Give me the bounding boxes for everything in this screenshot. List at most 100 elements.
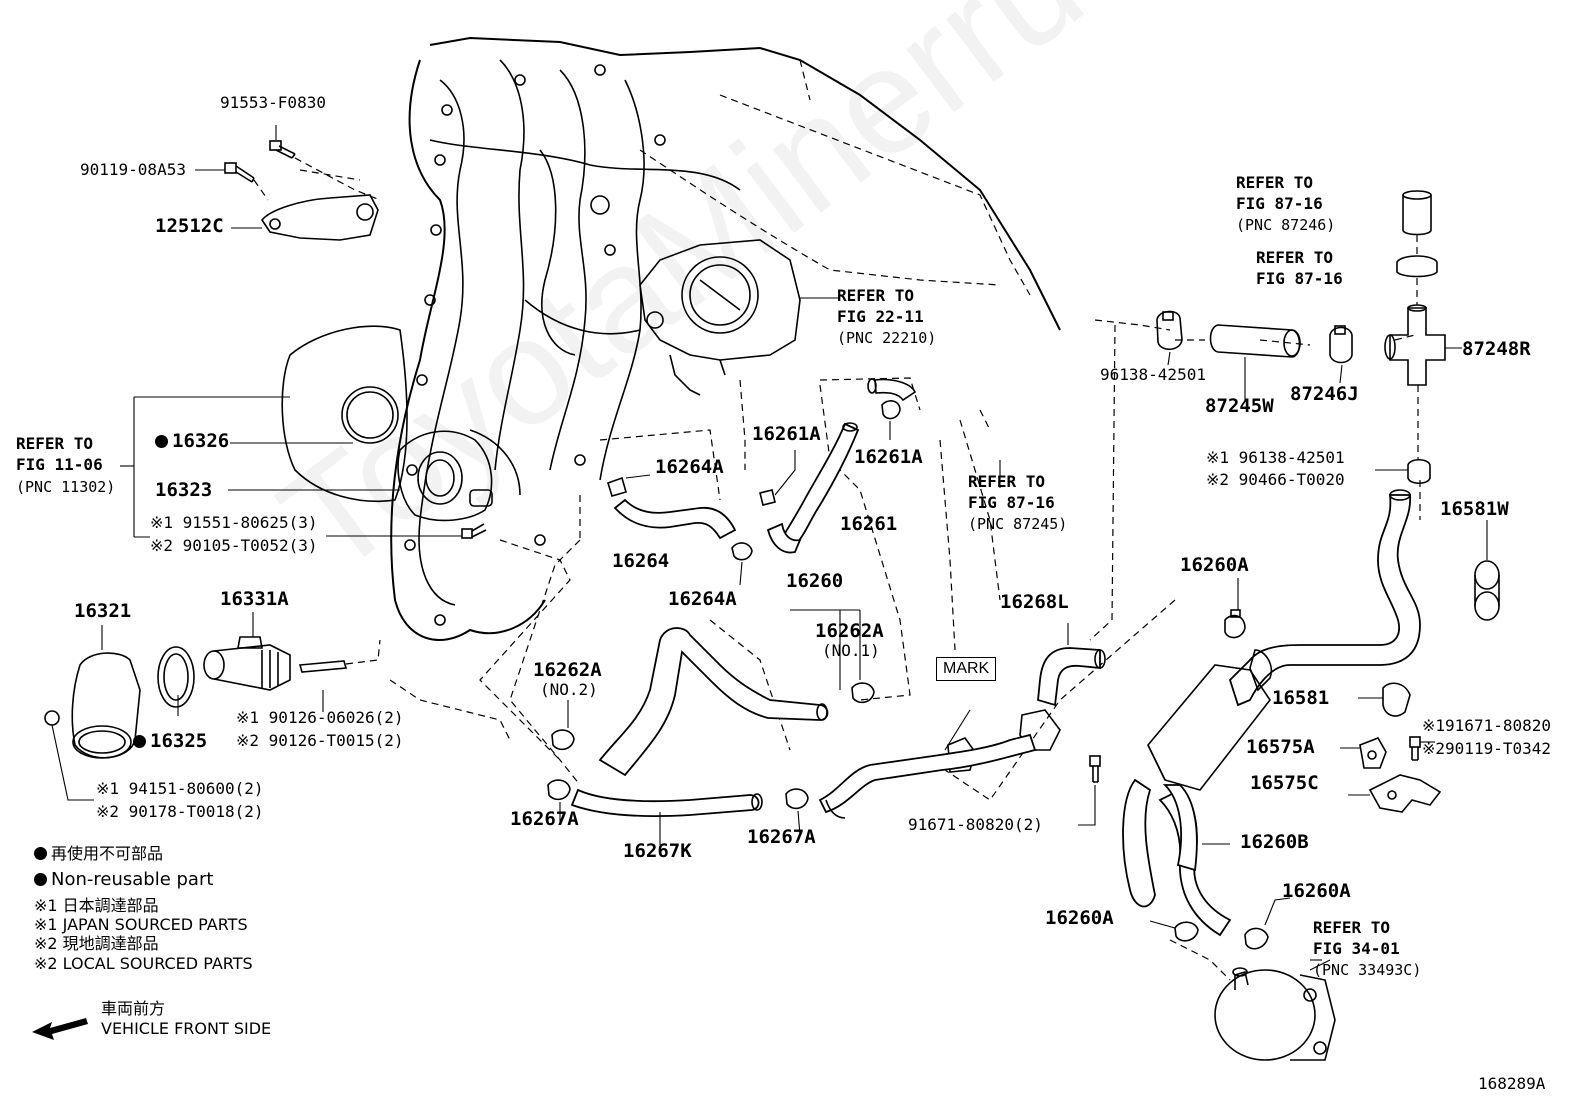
clamp-16267a-1 [547, 779, 571, 801]
clamp-16262a-2 [551, 729, 575, 751]
part-90178-t0018: ※2 90178-T0018(2) [96, 802, 264, 821]
part-16264a-upper: 16264A [655, 456, 724, 478]
part-91551-80625: ※1 91551-80625(3) [150, 513, 318, 532]
hose-16260 [598, 627, 829, 777]
clamp-16581w [1474, 520, 1500, 621]
ref-fig-87-16-a-l3: (PNC 87246) [1236, 216, 1336, 234]
part-16264: 16264 [612, 550, 670, 572]
ref-fig-87-16-b-l1: REFER TO [1256, 248, 1334, 267]
part-16262a-no2: 16262A [533, 659, 602, 681]
fitting-87248r [1384, 304, 1462, 386]
water-inlet-16321 [44, 652, 141, 759]
hose-16581w [1228, 494, 1421, 707]
part-16262a-no1-sub: (NO.1) [822, 641, 880, 660]
part-16268l: 16268L [1000, 591, 1069, 613]
bracket-16575c [1348, 774, 1442, 813]
part-16325: 16325 [133, 732, 207, 751]
clamp-16262a-1 [851, 682, 875, 704]
hose-16264 [613, 498, 737, 540]
part-16260: 16260 [786, 570, 844, 592]
part-91671-80820-center: 91671-80820(2) [908, 815, 1043, 834]
part-16262a-no1: 16262A [815, 620, 884, 642]
ref-fig-22-11-l3: (PNC 22210) [837, 329, 937, 347]
part-16264a-lower: 16264A [668, 588, 737, 610]
vacuum-pump [1214, 959, 1336, 1061]
part-16267k: 16267K [623, 840, 692, 862]
clamp-96138-lower [1407, 458, 1431, 485]
part-16267a-right: 16267A [747, 826, 816, 848]
part-12512c: 12512C [155, 215, 224, 237]
ref-fig-22-11-l1: REFER TO [837, 286, 915, 305]
part-90126-06026: ※1 90126-06026(2) [236, 708, 404, 727]
front-arrow-icon [32, 1018, 88, 1040]
clamp-16261a-1 [759, 489, 776, 506]
part-94151-80600: ※1 94151-80600(2) [96, 779, 264, 798]
ref-fig-34-01-l1: REFER TO [1313, 918, 1391, 937]
part-16575c: 16575C [1250, 772, 1319, 794]
hose-87246 [1396, 190, 1438, 305]
thermostat-16331a [203, 636, 291, 691]
part-91553-f0830: 91553-F0830 [220, 93, 326, 112]
legend-japan-jp: ※1 日本調達部品 [34, 896, 159, 915]
hose-87245w [1209, 324, 1301, 402]
clamp-16260a-1 [1224, 614, 1246, 639]
ref-fig-87-16-c-l1: REFER TO [968, 472, 1046, 491]
hose-16260b [1122, 778, 1156, 908]
part-16581: 16581 [1272, 687, 1330, 709]
legend-japan-en: ※1 JAPAN SOURCED PARTS [34, 915, 248, 934]
ref-fig-11-06-l2: FIG 11-06 [16, 455, 103, 474]
part-16331a: 16331A [220, 588, 289, 610]
bolt-90119 [224, 162, 255, 183]
part-90119-t0342: ※290119-T0342 [1422, 739, 1551, 758]
ref-fig-87-16-c-l3: (PNC 87245) [968, 515, 1068, 533]
bolt-91671-center [1078, 755, 1101, 826]
legend-nonreuse-jp: 再使用不可部品 [34, 846, 163, 862]
part-16267a-left: 16267A [510, 808, 579, 830]
part-16260b: 16260B [1240, 831, 1309, 853]
clamp-16260a-3 [1244, 927, 1269, 950]
legend-front-en: VEHICLE FRONT SIDE [101, 1019, 272, 1038]
clamp-96138 [1156, 310, 1183, 366]
part-16260a-bottom-left: 16260A [1045, 907, 1114, 929]
hose-16268l [1037, 647, 1101, 707]
part-90119-08a53: 90119-08A53 [80, 160, 186, 179]
ref-fig-22-11-l2: FIG 22-11 [837, 307, 924, 326]
part-16261: 16261 [840, 513, 898, 535]
part-96138-42501-jp: ※1 96138-42501 [1206, 448, 1345, 467]
ref-fig-87-16-c-l2: FIG 87-16 [968, 493, 1055, 512]
part-16262a-no2-sub: (NO.2) [540, 680, 598, 699]
clamp-87246j [1329, 325, 1353, 384]
legend-front-jp: 車両前方 [101, 999, 166, 1018]
throttle-body [639, 239, 801, 396]
ref-fig-11-06-l3: (PNC 11302) [16, 478, 116, 496]
part-16260a-top: 16260A [1180, 554, 1249, 576]
reservoir-16260 [1147, 664, 1271, 791]
stud-90126 [298, 660, 348, 673]
timing-cover [281, 36, 1061, 641]
clamp-16581 [1382, 682, 1411, 717]
part-90105-t0052: ※2 90105-T0052(3) [150, 536, 318, 555]
clamp-16264a-2 [731, 542, 753, 561]
gasket-16325 [157, 646, 195, 708]
bolt-91551 [461, 523, 487, 539]
legend-local-jp: ※2 現地調達部品 [34, 934, 159, 953]
bolt-91671-right [1409, 736, 1435, 761]
clamp-16261a-2 [881, 400, 901, 420]
part-96138-42501: 96138-42501 [1100, 365, 1206, 384]
hose-16261-elbow [874, 378, 917, 402]
ref-fig-87-16-a-l1: REFER TO [1236, 173, 1314, 192]
legend-local-en: ※2 LOCAL SOURCED PARTS [34, 954, 253, 973]
clamp-16264a-1 [607, 476, 627, 497]
bracket-12512c [253, 157, 381, 241]
clamp-16267a-2 [785, 788, 809, 810]
bolt-91553 [269, 125, 296, 159]
part-87248r: 87248R [1462, 338, 1531, 360]
part-16321: 16321 [74, 600, 132, 622]
part-16260a-bottom-right: 16260A [1282, 880, 1351, 902]
ref-fig-34-01-l2: FIG 34-01 [1313, 939, 1400, 958]
hose-16260-lower [818, 733, 1037, 814]
ref-fig-87-16-b-l2: FIG 87-16 [1256, 269, 1343, 288]
legend-nonreuse-en: Non-reusable part [34, 871, 213, 889]
